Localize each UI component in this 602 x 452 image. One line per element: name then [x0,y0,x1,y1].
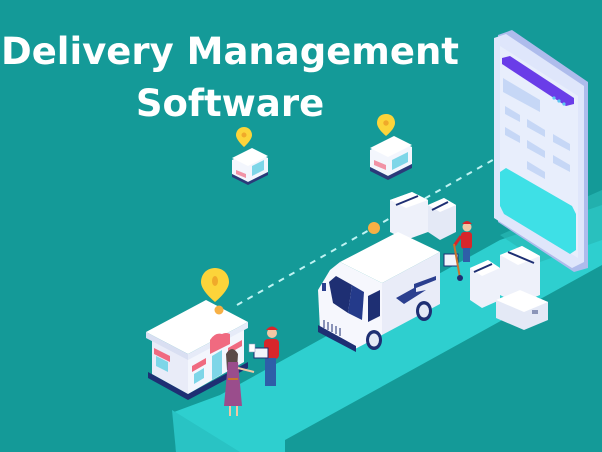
title-line-1: Delivery Management [1,30,459,73]
smartphone-icon [494,30,588,272]
page-title: Delivery Management Software [0,26,460,130]
courier-with-hand-truck-icon [443,221,472,281]
customer-icon [224,349,255,416]
store-main-icon [146,268,248,400]
store-small-1-icon [232,127,268,185]
van-icon [318,232,440,352]
route-waypoint-dot [368,222,380,234]
box-stack-right-icon [470,246,548,330]
box-stack-back-icon [390,192,456,240]
store-small-2-icon [370,114,412,180]
courier-handing-package-icon [248,326,279,386]
title-line-2: Software [135,82,325,125]
